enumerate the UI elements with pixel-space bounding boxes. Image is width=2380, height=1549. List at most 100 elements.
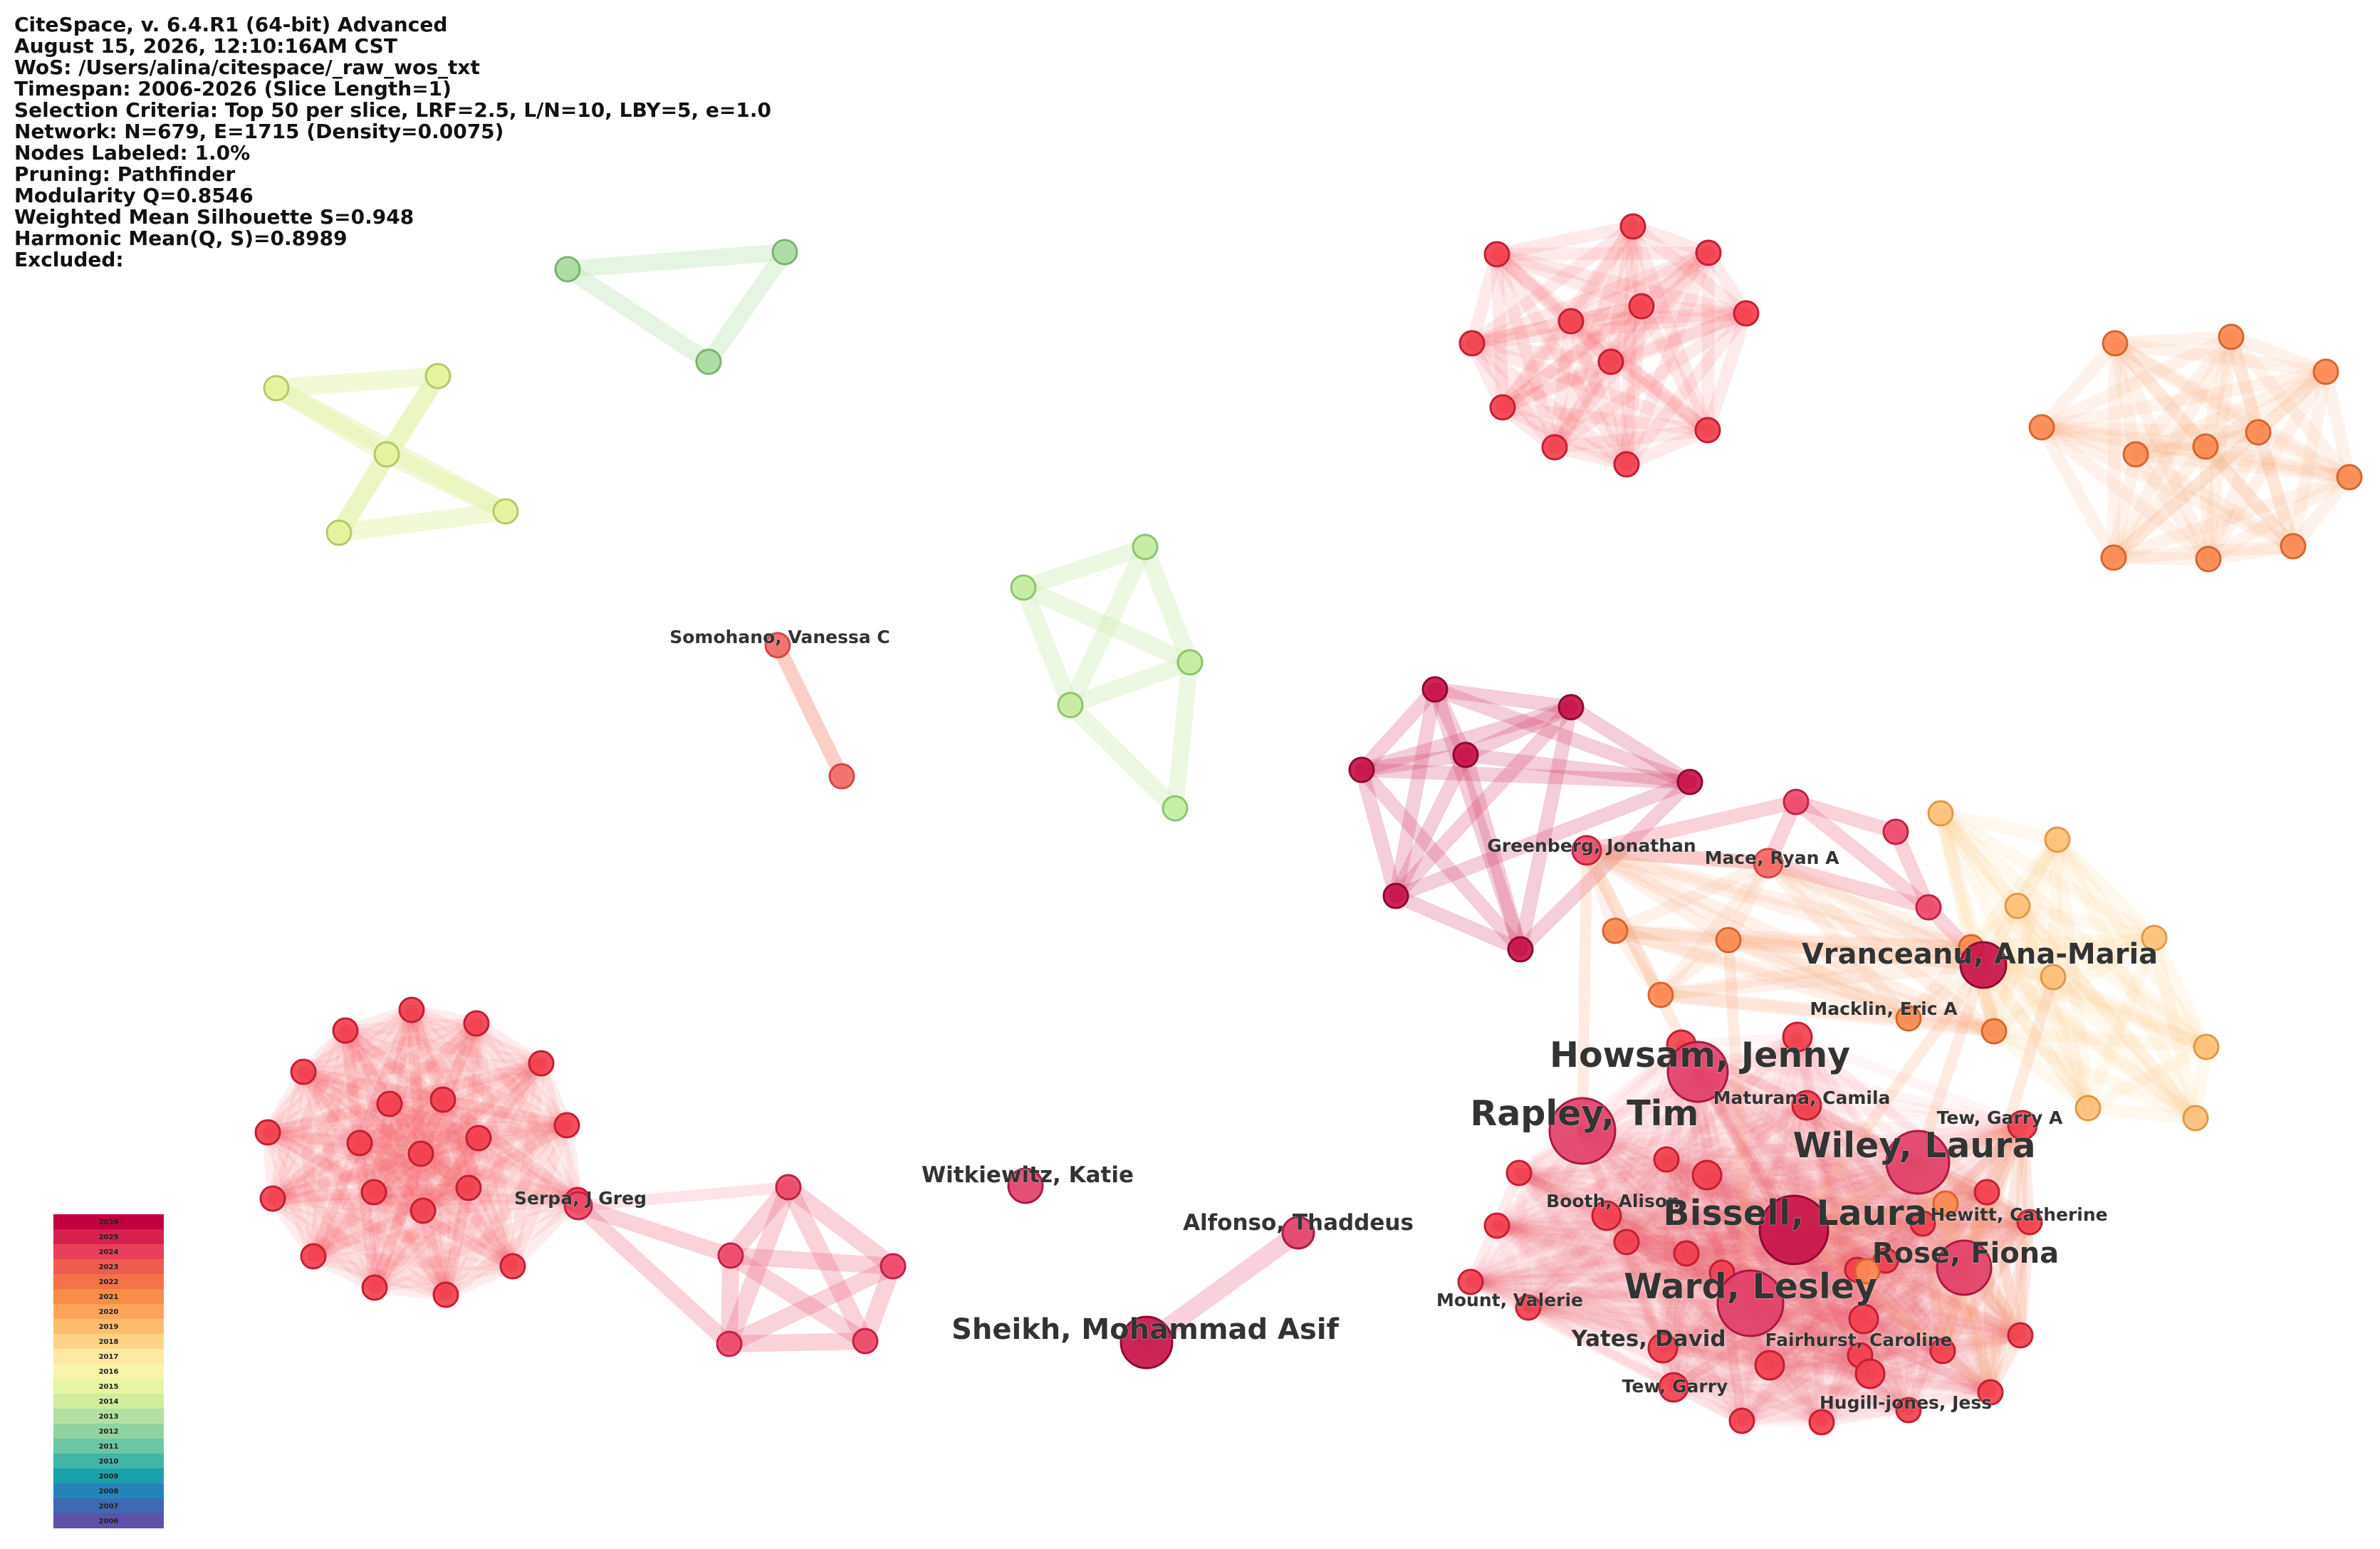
edge	[267, 1018, 482, 1204]
author-node	[1715, 927, 1742, 954]
edge	[1466, 1225, 1799, 1287]
edge	[1466, 1277, 1875, 1379]
edge	[2051, 833, 2094, 1115]
edge	[1635, 246, 1715, 313]
edge	[1938, 1217, 2035, 1356]
edge	[1492, 1211, 1612, 1231]
edge	[463, 1182, 518, 1272]
edge	[340, 1025, 449, 1105]
edge	[368, 1186, 380, 1293]
author-node	[1754, 1350, 1785, 1381]
edge	[340, 1025, 474, 1194]
edge	[406, 1004, 427, 1159]
author-node	[1007, 1167, 1044, 1204]
edge	[1934, 807, 2060, 984]
edge	[1817, 1330, 2025, 1427]
edge	[2109, 337, 2332, 378]
author-node	[1716, 1269, 1785, 1337]
edge	[1669, 1248, 1691, 1392]
edge	[1676, 1040, 1948, 1356]
edge	[308, 1186, 380, 1262]
legend-swatch	[53, 1289, 164, 1304]
edge	[2035, 421, 2215, 565]
edge	[1722, 934, 1915, 1025]
edge	[1669, 1360, 1775, 1392]
legend-year-label: 2009	[99, 1473, 119, 1481]
edge	[1622, 1120, 2027, 1247]
edge	[1904, 1157, 1923, 1415]
edge	[406, 1004, 518, 1272]
edge	[1577, 1126, 1928, 1229]
legend-swatch	[53, 1513, 164, 1528]
edge	[1514, 1168, 1799, 1235]
edge	[1428, 682, 1578, 714]
edge	[1496, 401, 1714, 437]
edge	[1514, 1168, 1827, 1427]
edge	[1762, 857, 2000, 1038]
edge	[1514, 1168, 1668, 1353]
edge	[1661, 1154, 1691, 1258]
edge	[1669, 1263, 1969, 1392]
edge	[2035, 421, 2265, 439]
edge	[1514, 1168, 1928, 1229]
author-node	[1848, 1303, 1879, 1335]
author-node	[771, 239, 798, 266]
legend-swatch	[53, 1349, 164, 1364]
edge	[1658, 1100, 1812, 1353]
edge	[1602, 1120, 2027, 1221]
edge	[1523, 1100, 1812, 1313]
summary-line: Timespan: 2006-2026 (Slice Length=1)	[14, 77, 452, 100]
legend-year-label: 2021	[99, 1293, 119, 1301]
edge	[1934, 807, 2094, 1115]
author-node	[1854, 1358, 1886, 1389]
edge	[1934, 807, 2202, 1125]
legend-year-label: 2006	[99, 1518, 119, 1525]
author-node	[360, 1179, 387, 1206]
legend-year-label: 2008	[99, 1488, 119, 1496]
edge	[1802, 1100, 1869, 1324]
edge	[1693, 1067, 1827, 1427]
author-node	[1571, 835, 1602, 866]
edge	[1988, 833, 2064, 1038]
edge	[1737, 1350, 1865, 1426]
edge	[1523, 1303, 1869, 1324]
edge	[1669, 1330, 2025, 1392]
edge	[721, 1179, 797, 1352]
edge	[267, 1148, 427, 1204]
edge	[1496, 246, 1715, 414]
edge	[2082, 1041, 2213, 1115]
edge	[262, 1094, 449, 1138]
edge	[1062, 654, 1199, 714]
edge	[1428, 682, 1528, 956]
edge	[1902, 1012, 2000, 1038]
edge	[298, 1018, 482, 1078]
edge	[1564, 700, 1697, 789]
edge	[1491, 248, 1753, 320]
edge	[368, 1098, 395, 1198]
author-node	[775, 1174, 802, 1201]
edge	[1523, 1268, 1727, 1313]
edge	[1577, 1126, 1865, 1360]
author-node	[764, 632, 791, 659]
edge	[437, 1018, 482, 1105]
edge	[2287, 471, 2356, 553]
edge	[417, 1132, 484, 1216]
edge	[1466, 1268, 1727, 1287]
edge	[1681, 1120, 2027, 1258]
edge	[2011, 899, 2202, 1125]
legend-year-label: 2014	[99, 1398, 119, 1406]
author-node	[2007, 1110, 2038, 1141]
edge	[1765, 1219, 1928, 1370]
edge	[1802, 1100, 1928, 1229]
legend-swatch	[53, 1334, 164, 1349]
edge	[1904, 1330, 2025, 1415]
author-node	[409, 1197, 437, 1224]
author-label-serpa: Serpa, J Greg	[514, 1188, 647, 1209]
edge	[384, 1098, 573, 1131]
edge	[1622, 1237, 1747, 1426]
author-label-fairhurst: Fairhurst, Caroline	[1765, 1330, 1953, 1350]
edge	[340, 1025, 484, 1144]
edge	[1965, 932, 2161, 954]
edge	[1491, 248, 1633, 471]
